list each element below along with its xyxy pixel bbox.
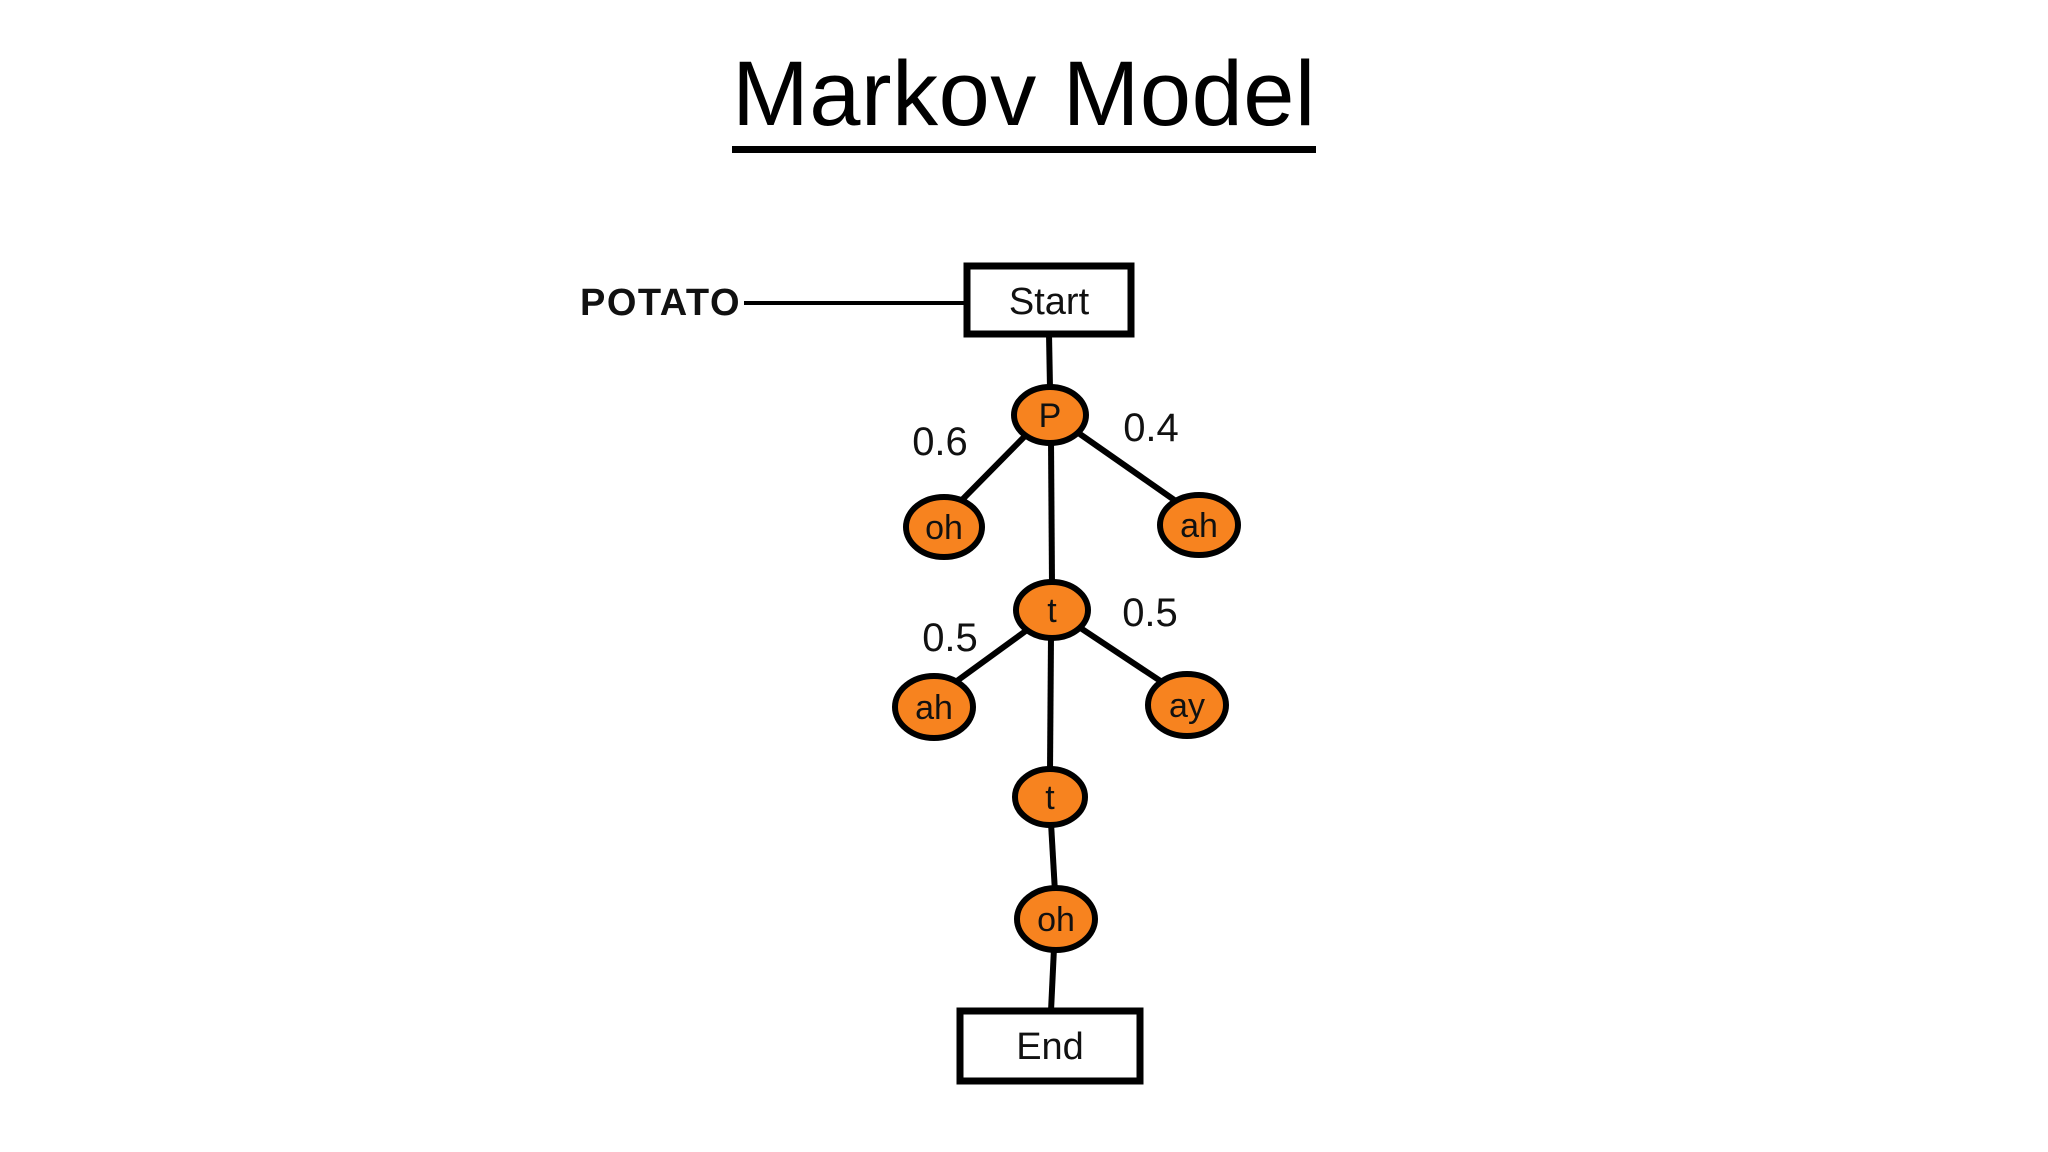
node-ah-2-label: ah: [915, 689, 953, 727]
node-oh-2-label: oh: [1037, 901, 1075, 939]
node-p-label: P: [1039, 397, 1062, 435]
edge-t1-to-ay: [1077, 624, 1170, 689]
edge-oh-to-end: [1048, 947, 1057, 1012]
edge-p-to-oh: [955, 432, 1029, 507]
node-t-2-shape: [1012, 766, 1088, 828]
node-ah-1-shape: [1157, 492, 1241, 558]
start-box[interactable]: Start: [963, 262, 1135, 338]
node-t-1-label: t: [1047, 592, 1057, 630]
node-oh-1-label: oh: [925, 509, 963, 547]
edge-p-to-ah: [1075, 429, 1182, 507]
edge-t1-to-ah: [948, 627, 1029, 689]
node-ay-shape: [1145, 671, 1229, 739]
node-ah-1-label: ah: [1180, 507, 1218, 545]
node-t-1[interactable]: t: [1013, 579, 1091, 641]
probability-label-t-left: 0.5: [922, 616, 978, 660]
node-ah-2[interactable]: ah: [892, 673, 976, 741]
node-ay-label: ay: [1169, 687, 1205, 725]
input-word-label: POTATO: [580, 282, 741, 324]
node-ah-2-shape: [892, 673, 976, 741]
node-t-1-shape: [1013, 579, 1091, 641]
node-ay[interactable]: ay: [1145, 671, 1229, 739]
probability-label-p-left: 0.6: [912, 420, 968, 464]
node-t-2[interactable]: t: [1012, 766, 1088, 828]
end-box-label: End: [1016, 1026, 1084, 1068]
start-box-label: Start: [1009, 281, 1090, 323]
node-t-2-label: t: [1045, 779, 1055, 817]
node-oh-2-shape: [1014, 885, 1098, 953]
node-oh-2[interactable]: oh: [1014, 885, 1098, 953]
node-oh-1[interactable]: oh: [903, 494, 985, 560]
edge-t1-to-t2: [1047, 635, 1054, 773]
page-title: Markov Model: [732, 48, 1316, 153]
edge-start-to-p: [1046, 333, 1053, 389]
end-box[interactable]: End: [956, 1007, 1144, 1085]
edge-t2-to-oh: [1048, 822, 1058, 893]
probability-label-t-right: 0.5: [1122, 591, 1178, 635]
node-ah-1[interactable]: ah: [1157, 492, 1241, 558]
edge-p-to-t1: [1048, 439, 1055, 585]
title-block: Markov Model: [0, 48, 2048, 153]
probability-label-p-right: 0.4: [1123, 406, 1179, 450]
edge-layer: [744, 301, 1182, 1012]
end-box-shape: [956, 1007, 1144, 1085]
node-oh-1-shape: [903, 494, 985, 560]
start-box-shape: [963, 262, 1135, 338]
node-p-shape: [1011, 384, 1089, 446]
node-p[interactable]: P: [1011, 384, 1089, 446]
